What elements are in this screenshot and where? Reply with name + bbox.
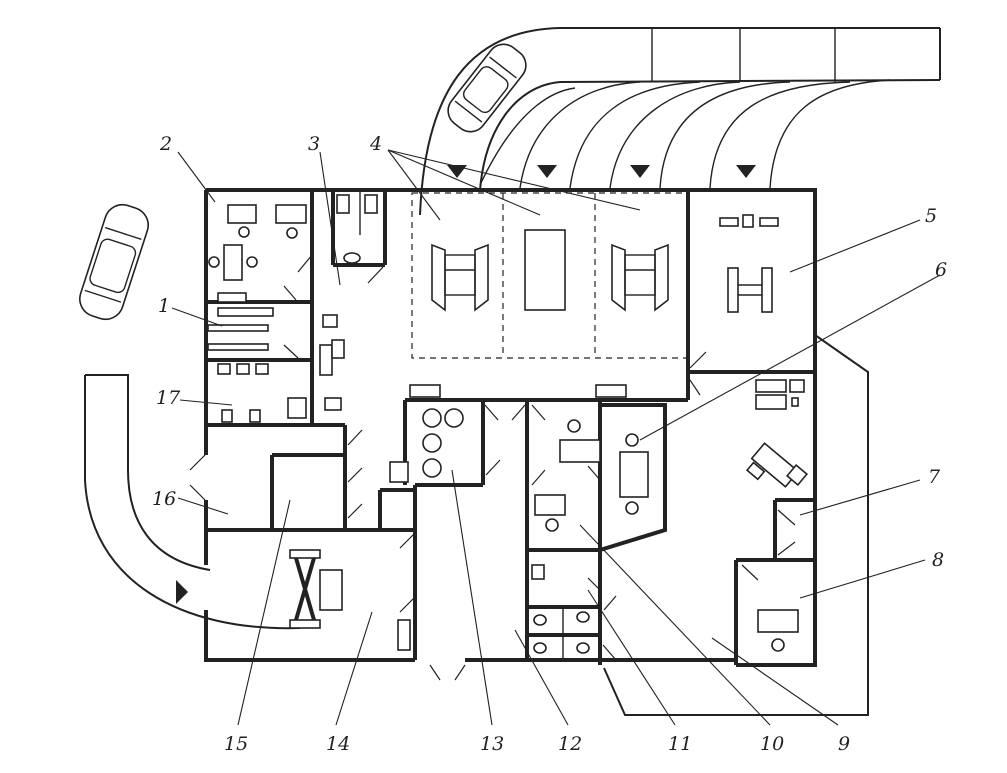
label-6: 6 (935, 259, 947, 281)
label-12: 12 (558, 733, 582, 755)
lift-icon (611, 243, 669, 312)
room-labels: 1 2 3 4 5 6 7 8 9 10 11 12 13 14 15 16 1… (152, 133, 947, 755)
door-swing-icon (189, 254, 796, 681)
label-13: 13 (480, 733, 504, 755)
restroom-fixtures (319, 194, 378, 411)
interior-walls (206, 190, 815, 665)
car-icon (79, 203, 149, 321)
service-driveway-top (419, 27, 941, 216)
leader-lines (171, 149, 941, 726)
lift-icon (431, 243, 489, 312)
label-8: 8 (932, 549, 944, 571)
workbench (409, 384, 627, 398)
diagnostic-equipment (719, 214, 779, 313)
equipment-circles (389, 408, 464, 483)
label-16: 16 (152, 488, 176, 510)
service-bays-zone (411, 192, 689, 359)
label-10: 10 (760, 733, 784, 755)
entrance-lane-left (84, 374, 301, 630)
label-4: 4 (369, 133, 382, 155)
label-1: 1 (158, 295, 170, 317)
label-14: 14 (326, 733, 350, 755)
office-furniture (208, 204, 307, 281)
label-3: 3 (308, 133, 320, 155)
desk-icon (757, 609, 799, 652)
pit-icon (524, 229, 566, 311)
label-5: 5 (925, 205, 937, 227)
locker-icon (207, 292, 274, 351)
label-15: 15 (224, 733, 248, 755)
car-icon (447, 43, 527, 133)
service-bay-arrow-icon (447, 165, 756, 178)
toilet-icon (531, 564, 590, 654)
entry-arrow-icon (176, 580, 188, 604)
building-outer-walls (204, 188, 817, 667)
label-11: 11 (668, 733, 692, 755)
storage-shelves (217, 363, 307, 423)
label-9: 9 (838, 733, 850, 755)
label-17: 17 (156, 387, 181, 409)
sofa-icon (745, 379, 808, 488)
label-7: 7 (928, 466, 941, 488)
office-desk (534, 419, 601, 532)
exit-lane-right (603, 334, 869, 716)
reception-counter (619, 433, 649, 515)
vehicle-lift-frame-icon (289, 549, 411, 651)
label-2: 2 (159, 133, 172, 155)
